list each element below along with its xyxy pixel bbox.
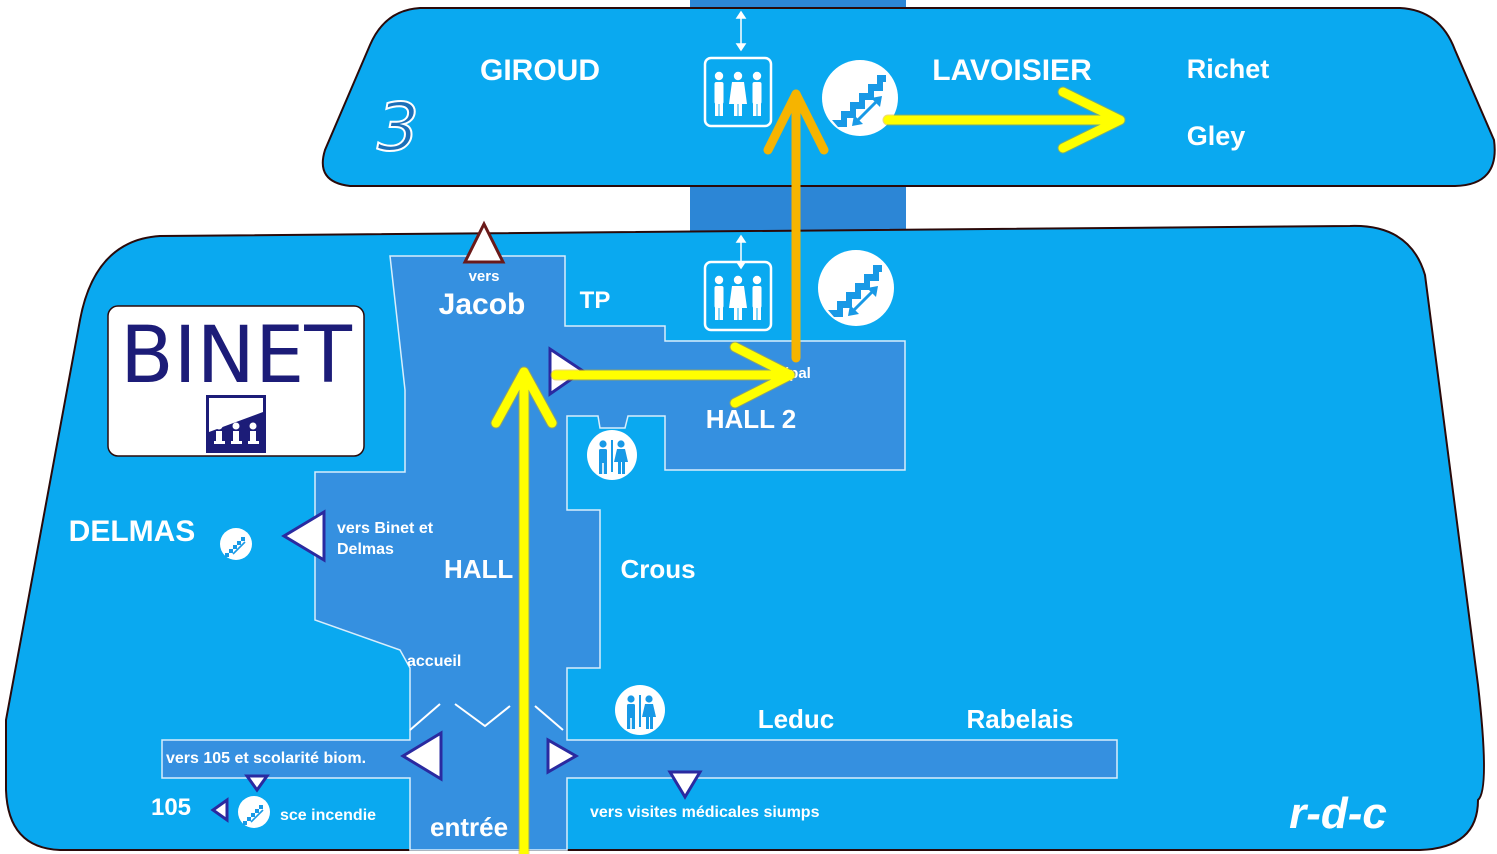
upper-floor-shape (321, 7, 1496, 187)
ground-floor-shape (5, 224, 1485, 851)
label-richet: Richet (1187, 54, 1270, 84)
direction-triangle-icon (210, 346, 703, 823)
label-visites-medicales: vers visites médicales siumps (590, 804, 820, 821)
label-hall2: HALL 2 (706, 404, 797, 434)
stairs-icon-small (219, 527, 253, 561)
restroom-icon (615, 685, 665, 735)
stairs-icon (816, 248, 896, 328)
label-105: 105 (151, 794, 191, 821)
label-vers-binet: vers Binet et (337, 520, 434, 537)
label-jacob: Jacob (439, 288, 526, 321)
corridors (161, 255, 1118, 851)
label-tp: TP (580, 287, 611, 314)
label-sce-incendie: sce incendie (280, 807, 376, 824)
label-leduc: Leduc (758, 704, 835, 734)
binet-title: BINET (120, 311, 352, 401)
floor-label-rdc: r-d-c (1289, 789, 1387, 838)
label-hall: HALL (444, 554, 513, 584)
stairs-icon-small (237, 795, 271, 829)
entrance-doors (409, 703, 564, 731)
label-rabelais: Rabelais (967, 704, 1074, 734)
label-vers-105: vers 105 et scolarité biom. (166, 750, 366, 767)
label-crous: Crous (620, 554, 695, 584)
binet-sign: BINET (107, 305, 365, 457)
floor-number-3: 3 (377, 89, 419, 166)
label-giroud: GIROUD (480, 54, 600, 87)
route-arrow-icon (490, 86, 1126, 854)
label-gley: Gley (1187, 121, 1246, 151)
elevator-up-down-arrow-icon (735, 10, 747, 270)
label-delmas-small: Delmas (337, 541, 394, 558)
label-delmas: DELMAS (69, 515, 196, 548)
label-accueil: accueil (407, 653, 461, 670)
label-vers-jacob: vers (469, 268, 500, 285)
label-lavoisier: LAVOISIER (932, 54, 1092, 87)
direction-triangle-icon (462, 220, 506, 264)
label-entree: entrée (430, 812, 508, 842)
restroom-icon (587, 430, 637, 480)
